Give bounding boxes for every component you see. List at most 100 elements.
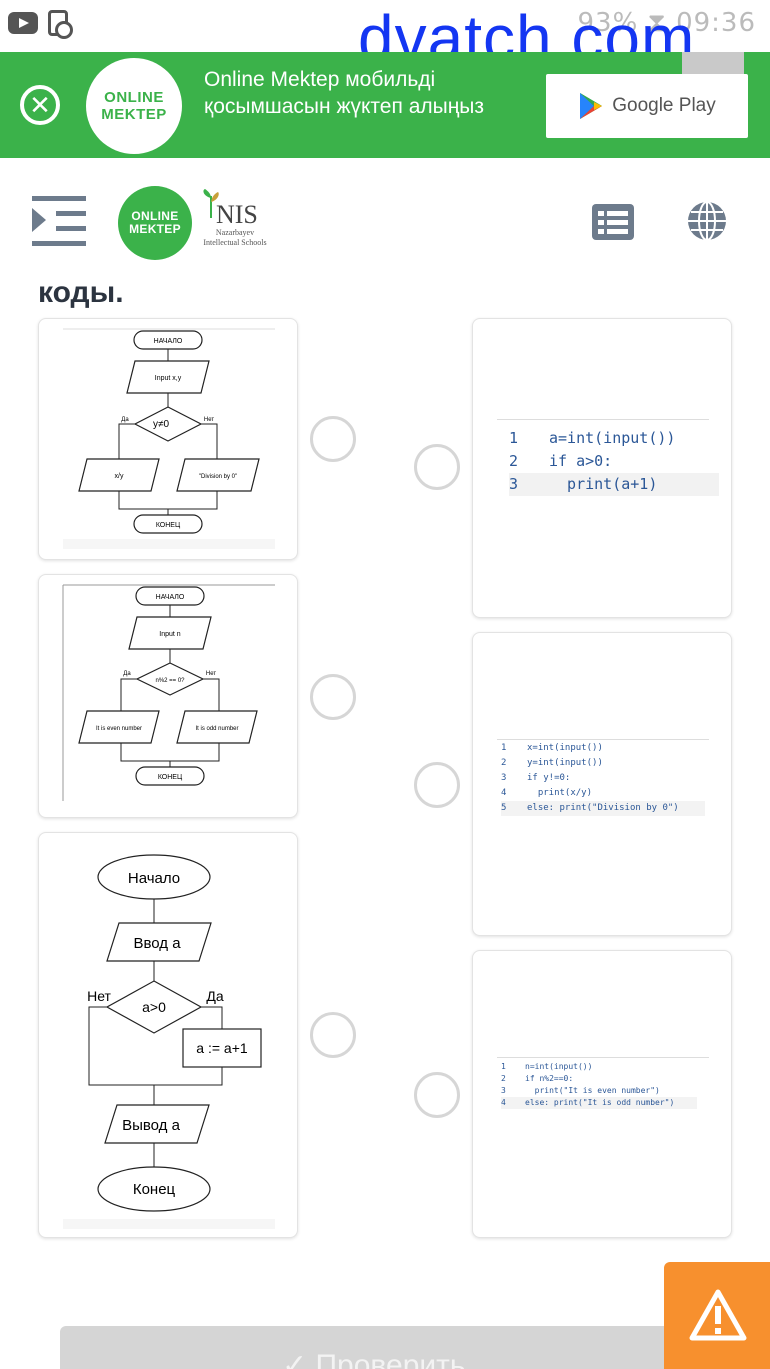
google-play-label: Google Play <box>612 95 716 116</box>
flowchart-card-3[interactable]: Начало Ввод a a>0 Нет Да a := a+1 Вывод … <box>38 832 298 1238</box>
logo-text-line2: MEKTEP <box>101 106 167 123</box>
nis-logo: NIS Nazarbayev Intellectual Schools <box>198 188 268 260</box>
phone-icon <box>48 10 73 39</box>
code-line: 1 a=int(input()) <box>509 427 719 450</box>
app-promo-banner: ✕ ONLINE MEKTEP Online Mektep мобильді қ… <box>0 52 770 158</box>
promo-text: Online Mektep мобильді қосымшасын жүктеп… <box>204 68 485 118</box>
fc3-condition: a>0 <box>142 999 166 1015</box>
code-text: if a>0: <box>549 452 613 470</box>
code-line: 3 if y!=0: <box>501 771 705 786</box>
header-logo-line1: ONLINE <box>131 209 179 223</box>
fc1-right-out: "Division by 0" <box>199 474 237 480</box>
fc3-end: Конец <box>133 1181 176 1198</box>
code-text: print(x/y) <box>527 788 593 798</box>
code-line: 3 print(a+1) <box>509 473 719 496</box>
fc1-yes: Да <box>121 417 129 423</box>
online-mektep-logo: ONLINE MEKTEP <box>86 58 182 154</box>
flowchart-3: Начало Ввод a a>0 Нет Да a := a+1 Вывод … <box>63 854 275 1229</box>
code-text: print("It is even number") <box>525 1086 660 1095</box>
line-number: 1 <box>501 743 507 753</box>
line-number: 3 <box>501 1086 506 1095</box>
code-line: 3 print("It is even number") <box>501 1085 697 1097</box>
code-card-1[interactable]: 1 a=int(input()) 2 if a>0: 3 print(a+1) <box>472 318 732 618</box>
fc3-yes: Да <box>206 988 223 1004</box>
code-card-2[interactable]: 1 x=int(input()) 2 y=int(input()) 3 if y!=0… <box>472 632 732 936</box>
code-text: a=int(input()) <box>549 429 676 447</box>
code-line: 4 else: print("It is odd number") <box>501 1097 697 1109</box>
line-number: 3 <box>501 773 507 783</box>
list-icon[interactable] <box>592 204 634 240</box>
google-play-icon <box>580 93 603 119</box>
radio-right-1[interactable] <box>414 444 460 490</box>
flowchart-2: НАЧАЛО Input n n%2 == 0? Да Нет It is ev… <box>62 584 275 801</box>
radio-right-3[interactable] <box>414 1072 460 1118</box>
fc1-condition: y≠0 <box>153 419 169 430</box>
code-snippet-2: 1 x=int(input()) 2 y=int(input()) 3 if y!=0… <box>501 741 705 816</box>
fc1-end: КОНЕЦ <box>156 522 181 529</box>
fc2-condition: n%2 == 0? <box>155 678 185 684</box>
nis-abbr: NIS <box>216 200 258 229</box>
fc2-no: Нет <box>206 671 216 677</box>
fc2-start: НАЧАЛО <box>156 594 185 601</box>
line-number: 2 <box>501 1074 506 1083</box>
code-text: n=int(input()) <box>525 1062 593 1071</box>
line-number: 5 <box>501 803 507 813</box>
online-mektep-header-logo[interactable]: ONLINE MEKTEP <box>118 186 192 260</box>
youtube-icon <box>8 12 38 34</box>
code-line: 1 x=int(input()) <box>501 741 705 756</box>
radio-right-2[interactable] <box>414 762 460 808</box>
code-snippet-1: 1 a=int(input()) 2 if a>0: 3 print(a+1) <box>509 427 719 496</box>
flowchart-card-2[interactable]: НАЧАЛО Input n n%2 == 0? Да Нет It is ev… <box>38 574 298 818</box>
menu-toggle-icon[interactable] <box>32 196 86 246</box>
close-icon[interactable]: ✕ <box>20 85 60 125</box>
flowchart-card-1[interactable]: НАЧАЛО Input x,y y≠0 Да Нет x/y "Divisio… <box>38 318 298 560</box>
flowchart-1: НАЧАЛО Input x,y y≠0 Да Нет x/y "Divisio… <box>63 328 275 549</box>
fc2-right-out: It is odd number <box>195 726 238 732</box>
line-number: 2 <box>501 758 507 768</box>
code-line: 1 n=int(input()) <box>501 1061 697 1073</box>
code-text: else: print("Division by 0") <box>527 803 679 813</box>
fc2-end: КОНЕЦ <box>158 774 183 781</box>
fc2-input: Input n <box>159 631 181 638</box>
code-text: else: print("It is odd number") <box>525 1098 675 1107</box>
code-line: 2 if a>0: <box>509 450 719 473</box>
line-number: 4 <box>501 1098 506 1107</box>
report-alert-button[interactable] <box>664 1262 770 1369</box>
fc1-input: Input x,y <box>155 375 182 382</box>
google-play-button[interactable]: Google Play <box>546 74 748 138</box>
line-number: 2 <box>509 452 519 470</box>
fc3-start: Начало <box>128 870 180 887</box>
globe-icon[interactable] <box>686 200 728 242</box>
code-text: x=int(input()) <box>527 743 603 753</box>
code-line: 4 print(x/y) <box>501 786 705 801</box>
nis-subtitle: Nazarbayev Intellectual Schools <box>203 228 267 247</box>
code-text: print(a+1) <box>549 475 658 493</box>
fc3-output: Вывод a <box>122 1117 181 1134</box>
radio-left-1[interactable] <box>310 416 356 462</box>
fc1-no: Нет <box>204 417 214 423</box>
code-line: 5 else: print("Division by 0") <box>501 801 705 816</box>
line-number: 1 <box>501 1062 506 1071</box>
status-indicators: 93% ⧗ 09:36 <box>577 8 756 38</box>
logo-text-line1: ONLINE <box>104 89 164 106</box>
fc1-start: НАЧАЛО <box>154 338 183 345</box>
code-text: if y!=0: <box>527 773 571 783</box>
line-number: 1 <box>509 429 519 447</box>
check-button[interactable]: ✓ Проверить <box>60 1326 670 1369</box>
fc3-process: a := a+1 <box>196 1040 248 1056</box>
check-button-label: ✓ Проверить <box>282 1349 466 1369</box>
line-number: 3 <box>509 475 519 493</box>
status-bar: 93% ⧗ 09:36 <box>0 0 770 50</box>
fc2-left-out: It is even number <box>96 726 142 732</box>
warning-icon <box>689 1289 747 1341</box>
fc3-no: Нет <box>87 988 111 1004</box>
fc3-input: Ввод a <box>133 935 181 952</box>
radio-left-3[interactable] <box>310 1012 356 1058</box>
code-line: 2 y=int(input()) <box>501 756 705 771</box>
code-text: y=int(input()) <box>527 758 603 768</box>
page-title: коды. <box>38 276 124 309</box>
radio-left-2[interactable] <box>310 674 356 720</box>
